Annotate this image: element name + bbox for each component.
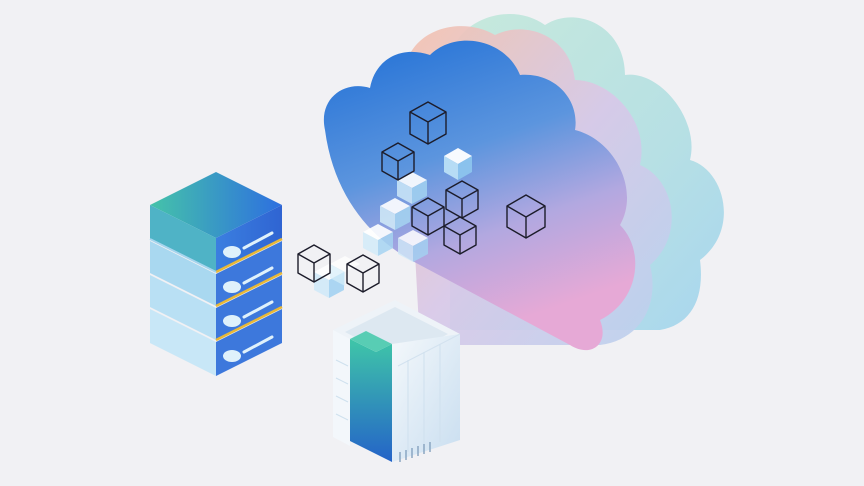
server-unit <box>149 205 283 274</box>
building-windows <box>335 344 441 452</box>
server-unit <box>150 309 282 376</box>
cube-icon <box>445 180 479 219</box>
cube-icon <box>443 216 477 255</box>
cube-icon <box>297 244 331 283</box>
glow-cube-4 <box>363 224 393 256</box>
cloud-front-layer <box>323 40 636 351</box>
server-unit <box>150 275 283 342</box>
cube-icon <box>346 254 380 293</box>
glow-cube-1 <box>444 148 472 180</box>
glow-cube-3 <box>380 198 410 230</box>
building-base <box>399 442 431 462</box>
building-tower <box>350 339 392 462</box>
cube-icon <box>506 194 546 239</box>
glow-cube-5 <box>398 230 428 262</box>
glow-cube-7 <box>330 256 360 286</box>
building-left-wall <box>333 330 350 446</box>
building-right-wall <box>392 334 460 462</box>
cloud-icon <box>323 13 724 351</box>
server-rack-icon <box>149 172 283 376</box>
office-building-icon <box>333 300 461 462</box>
outline-cubes <box>297 101 546 293</box>
data-blocks <box>314 148 472 298</box>
cube-icon <box>381 142 415 181</box>
cube-icon <box>409 101 447 145</box>
server-unit <box>150 241 283 308</box>
